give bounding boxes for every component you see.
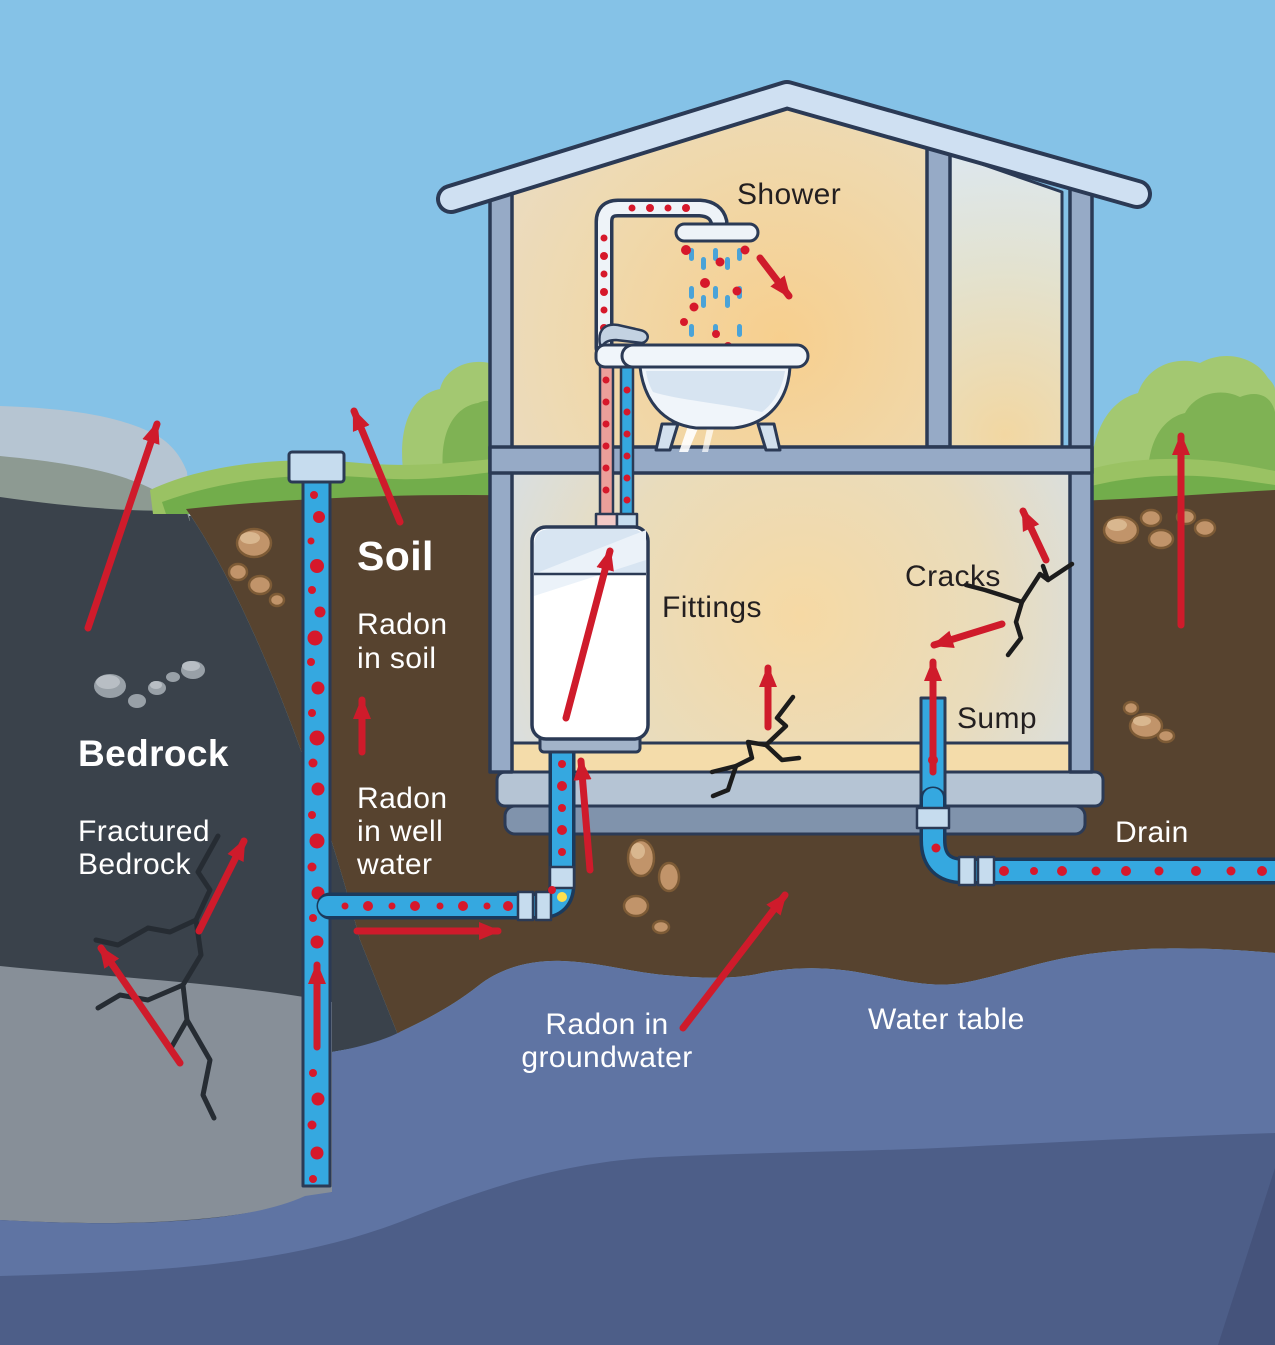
- label-sump: Sump: [957, 702, 1037, 735]
- bush-left: [402, 361, 493, 470]
- cold-water-pipe: [615, 356, 639, 531]
- tub-rim: [620, 343, 810, 369]
- hot-water-pipe: [594, 356, 619, 531]
- label-cracks: Cracks: [905, 560, 1001, 593]
- right-wall: [1068, 184, 1094, 774]
- label-radon-in-soil-1: Radon: [357, 608, 447, 641]
- bathtub: [594, 323, 810, 452]
- arrow-heater-tank: [562, 547, 614, 722]
- label-bedrock: Bedrock: [78, 733, 229, 774]
- arrow-cracks-left: [930, 620, 1006, 649]
- well-water-pipe: [316, 734, 576, 922]
- label-radon-in-soil-2: in soil: [357, 642, 437, 675]
- label-fittings: Fittings: [662, 591, 762, 624]
- tub-leg: [654, 422, 680, 452]
- label-radon-well-3: water: [356, 848, 432, 881]
- arrow-fractured-upleft: [97, 944, 184, 1067]
- wall-crack: [963, 561, 1075, 658]
- arrow-shower-spray: [756, 254, 793, 300]
- roof: [436, 80, 1152, 214]
- shower-assembly: [594, 198, 760, 358]
- radon-dots-shower-pipe: [600, 204, 690, 332]
- center-post: [925, 131, 952, 449]
- fractured-bedrock-layer: [0, 966, 332, 1224]
- floor-crack: [709, 694, 802, 799]
- well-pipe: [287, 450, 346, 1188]
- label-groundwater-1: Radon in: [545, 1008, 668, 1041]
- bedrock-pebbles: [94, 661, 205, 708]
- label-fractured-1: Fractured: [78, 815, 210, 848]
- faucet: [598, 323, 649, 347]
- left-wall: [488, 183, 514, 774]
- upper-right-room-wall: [948, 151, 1064, 449]
- label-soil: Soil: [357, 533, 434, 579]
- foundation-slab: [495, 770, 1105, 808]
- radon-dots-well: [307, 491, 326, 1183]
- label-drain: Drain: [1115, 816, 1189, 849]
- arrow-heater-inlet: [573, 757, 594, 874]
- label-groundwater-2: groundwater: [521, 1041, 692, 1074]
- shower-head: [674, 222, 760, 243]
- foundation-footing: [503, 804, 1087, 836]
- radon-arrows: [84, 254, 1190, 1067]
- tub-leg: [756, 422, 782, 452]
- soil-pebbles: [227, 508, 1217, 935]
- label-radon-well-1: Radon: [357, 782, 447, 815]
- label-fractured-2: Bedrock: [78, 848, 191, 881]
- water-table-layer: [0, 948, 1275, 1345]
- arrow-soil-to-sky: [350, 407, 404, 526]
- radon-dots-drain: [928, 755, 1267, 876]
- labels: Shower Soil Radon in soil Radon in well …: [78, 178, 1189, 1074]
- arrow-groundwater: [679, 891, 789, 1032]
- well-cap: [287, 450, 346, 484]
- label-radon-well-2: in well: [357, 815, 443, 848]
- label-water-table: Water table: [868, 1003, 1025, 1036]
- floor-band: [488, 445, 1094, 475]
- arrow-cracks-up: [1019, 507, 1050, 564]
- radon-dots-well-line: [341, 760, 567, 911]
- arrow-bedrock-to-sky: [84, 420, 161, 632]
- arrow-fractured-up: [195, 837, 248, 935]
- label-shower: Shower: [737, 178, 841, 211]
